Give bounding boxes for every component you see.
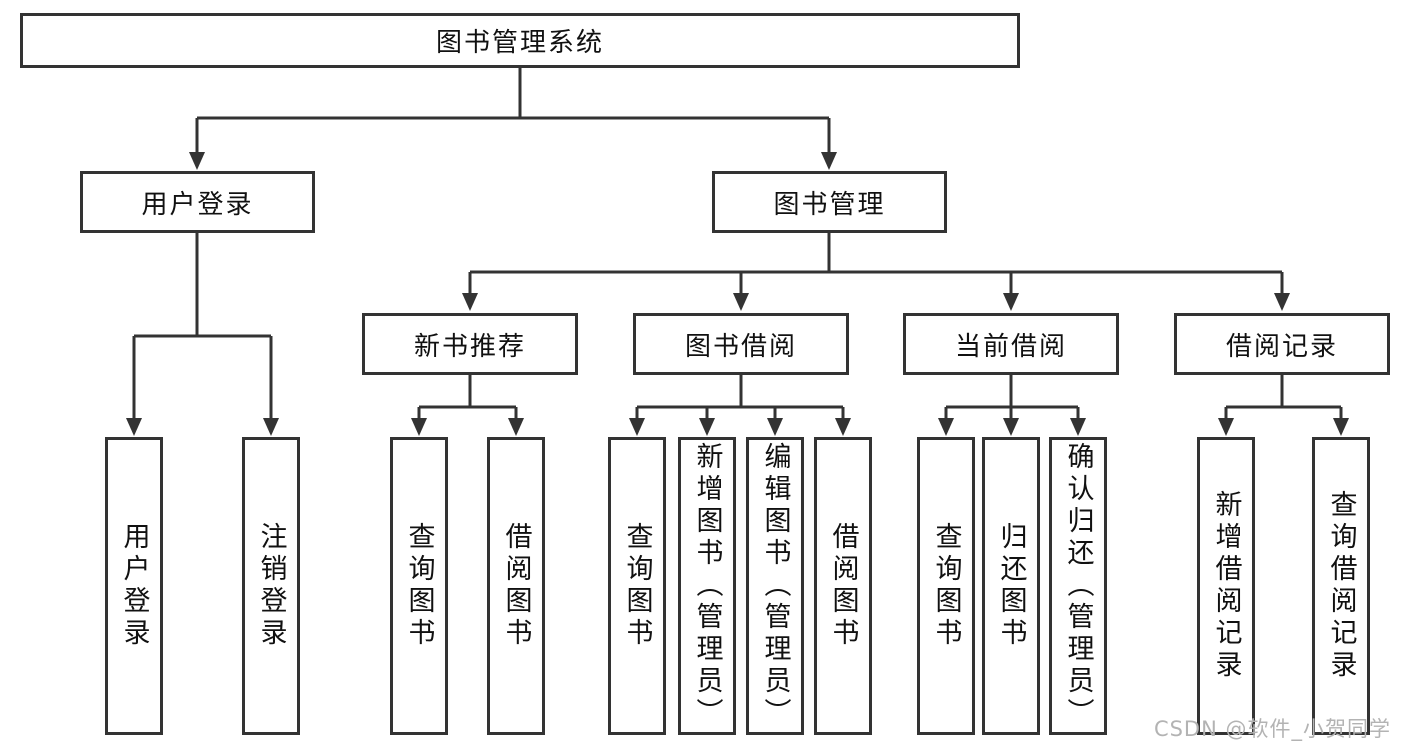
leaf-bb-query-books: 查询图书: [608, 437, 666, 735]
node-label: 新增借阅记录: [1210, 490, 1242, 682]
node-label: 图书管理: [773, 189, 886, 220]
arrow-down-icon: [1218, 418, 1234, 436]
leaf-bb-borrow-books: 借阅图书: [814, 437, 872, 735]
arrow-down-icon: [411, 418, 427, 436]
node-label: 借阅记录: [1225, 331, 1338, 362]
node-current-borrow: 当前借阅: [903, 313, 1119, 375]
arrow-down-icon: [835, 418, 851, 436]
arrow-down-icon: [263, 418, 279, 436]
arrow-down-icon: [126, 418, 142, 436]
csdn-watermark: CSDN @软件_小贺同学: [1153, 717, 1391, 741]
node-label: 编辑图书（管理员）: [759, 442, 791, 730]
arrow-down-icon: [1003, 418, 1019, 436]
arrow-down-icon: [699, 418, 715, 436]
leaf-nbr-query-books: 查询图书: [390, 437, 448, 735]
node-book-borrow: 图书借阅: [633, 313, 849, 375]
arrow-down-icon: [1003, 293, 1019, 311]
arrow-down-icon: [938, 418, 954, 436]
leaf-user-login: 用户登录: [105, 437, 163, 735]
leaf-bb-edit-books-admin: 编辑图书（管理员）: [746, 437, 804, 735]
leaf-logout-login: 注销登录: [242, 437, 300, 735]
leaf-br-add-record: 新增借阅记录: [1197, 437, 1255, 735]
node-user-login: 用户登录: [80, 171, 315, 233]
node-label: 查询图书: [621, 522, 653, 650]
leaf-cb-confirm-return-admin: 确认归还（管理员）: [1049, 437, 1107, 735]
arrow-down-icon: [189, 152, 205, 170]
arrow-down-icon: [1333, 418, 1349, 436]
node-new-book-recommend: 新书推荐: [362, 313, 578, 375]
node-label: 新增图书（管理员）: [691, 442, 723, 730]
arrow-down-icon: [767, 418, 783, 436]
arrow-down-icon: [1070, 418, 1086, 436]
node-label: 当前借阅: [954, 331, 1067, 362]
node-label: 图书借阅: [684, 331, 797, 362]
node-root: 图书管理系统: [20, 13, 1020, 68]
node-label: 用户登录: [141, 189, 254, 220]
arrow-down-icon: [462, 293, 478, 311]
arrow-down-icon: [1274, 293, 1290, 311]
node-label: 归还图书: [995, 522, 1027, 650]
leaf-bb-add-books-admin: 新增图书（管理员）: [678, 437, 736, 735]
leaf-nbr-borrow-books: 借阅图书: [487, 437, 545, 735]
node-label: 借阅图书: [827, 522, 859, 650]
leaf-br-query-record: 查询借阅记录: [1312, 437, 1370, 735]
node-label: 查询图书: [930, 522, 962, 650]
node-root-label: 图书管理系统: [435, 28, 604, 58]
arrow-down-icon: [821, 152, 837, 170]
arrow-down-icon: [629, 418, 645, 436]
node-book-management: 图书管理: [712, 171, 947, 233]
node-label: 查询图书: [403, 522, 435, 650]
node-label: 确认归还（管理员）: [1062, 442, 1094, 730]
node-label: 查询借阅记录: [1325, 490, 1357, 682]
node-borrow-records: 借阅记录: [1174, 313, 1390, 375]
node-label: 新书推荐: [413, 331, 526, 362]
node-label: 用户登录: [118, 522, 150, 650]
arrow-down-icon: [733, 293, 749, 311]
leaf-cb-query-books: 查询图书: [917, 437, 975, 735]
node-label: 借阅图书: [500, 522, 532, 650]
connector-path: [132, 68, 1343, 420]
arrowhead-icons: [126, 152, 1349, 436]
arrow-down-icon: [508, 418, 524, 436]
leaf-cb-return-books: 归还图书: [982, 437, 1040, 735]
node-label: 注销登录: [255, 522, 287, 650]
